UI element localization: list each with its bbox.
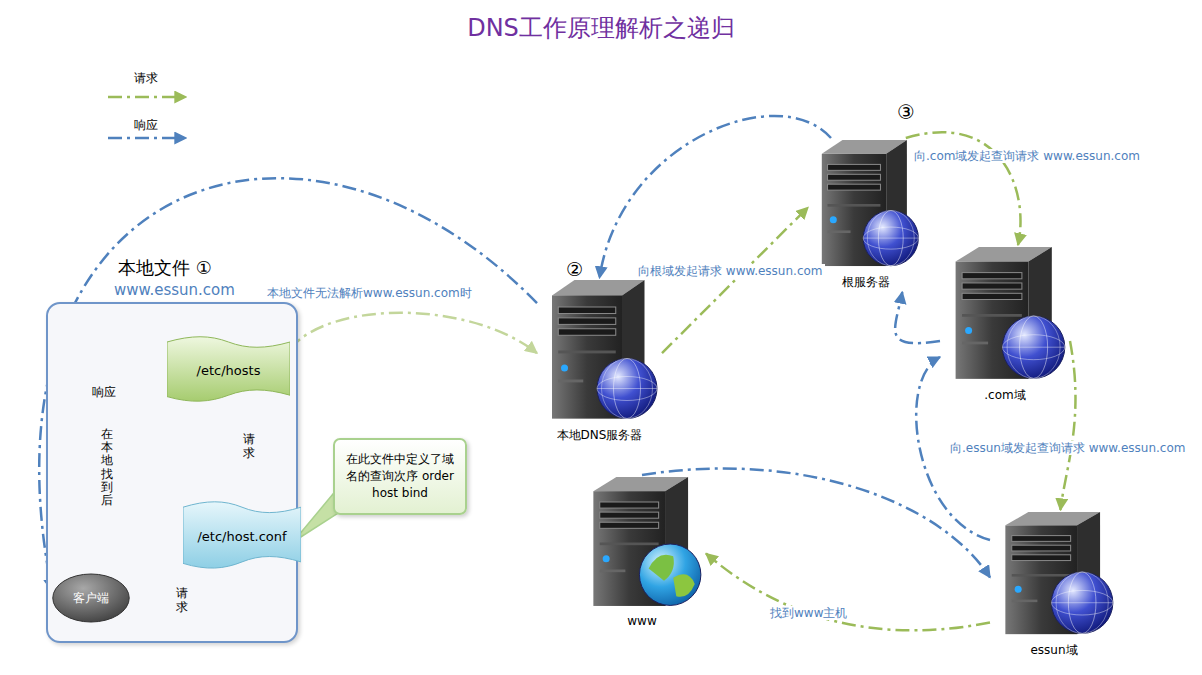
edge-label: 向.essun域发起查询请求 www.essun.com [948,441,1187,455]
server-icon [808,138,923,270]
server-node: www [578,475,706,632]
server-icon [990,510,1118,638]
legend-samples [108,97,186,138]
region-heading: 本地文件 ① [118,256,212,280]
request-arrow [1060,341,1075,510]
server-label: 根服务器 [788,274,943,291]
callout-text: 在此文件中定义了域名的查询次序 order host bind [343,451,457,502]
legend-request-line [108,96,186,99]
legend-response-line [108,137,186,140]
edge-label: 向.com域发起查询请求 www.essun.com [912,149,1142,163]
response-arrow [600,116,832,278]
edge-label: 本地文件无法解析www.essun.com时 [265,286,474,300]
server-icon [578,475,706,610]
callout-box: 在此文件中定义了域名的查询次序 order host bind [333,438,467,515]
edge-label: 找到www主机 [768,606,849,620]
file-shape: /etc/host.conf [183,500,301,572]
file-shape: /etc/hosts [167,335,290,405]
file-name: /etc/hosts [189,363,269,378]
server-node: essun域 [990,510,1118,660]
server-node: 根服务器 [808,138,923,292]
callout-number: ③ [897,100,915,124]
client-label: 客户端 [73,590,109,607]
request-arrow [290,313,537,353]
diagram-title: DNS工作原理解析之递归 [0,12,1202,44]
server-icon [940,245,1070,383]
legend-text: 请求 [134,70,158,87]
client-ellipse: 客户端 [52,573,130,623]
server-label: .com域 [920,387,1090,404]
server-label: essun域 [970,642,1138,659]
edge-label: 向根域发起请求 www.essun.com [636,264,825,278]
response-arrow [916,357,990,540]
legend-text: 响应 [134,117,158,134]
callout-number: ② [566,258,583,280]
request-arrow [706,554,990,631]
local-file-region: 本地文件 ①www.essun.com/etc/hosts/etc/host.c… [46,302,298,643]
response-arrow [895,292,940,343]
server-label: www [558,614,726,628]
server-node: .com域 [940,245,1070,405]
request-arrow [906,132,1021,245]
server-label: 本地DNS服务器 [517,427,682,444]
request-arrow [662,207,808,353]
region-subheading: www.essun.com [112,281,237,299]
file-name: /etc/host.conf [189,529,294,544]
server-node: 本地DNS服务器 [537,278,662,445]
server-icon [537,278,662,423]
